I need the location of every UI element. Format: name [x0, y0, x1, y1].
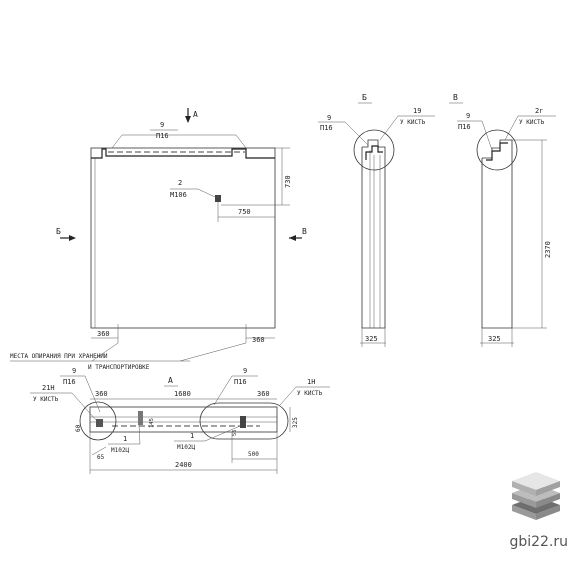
- section-b-detail-circle: [353, 129, 395, 171]
- section-b-callout-9-leader: [344, 121, 369, 146]
- plan-dim-total: 2400: [175, 461, 192, 469]
- plan-callout-9-right-leader: [213, 375, 233, 406]
- plan-callout-1-leader: [138, 424, 141, 445]
- plan-detail-rounded-right: [199, 402, 289, 440]
- plan-callout-21-label: У КИСТЬ: [33, 396, 59, 403]
- plan-dim-55: 55: [232, 429, 238, 436]
- plan-callout-9-left-label: П16: [63, 378, 76, 386]
- support-note-line1: МЕСТА ОПИРАНИЯ ПРИ ХРАНЕНИИ: [10, 353, 108, 360]
- plan-dim-360-right: 360: [257, 390, 270, 398]
- plan-dim-1680: 1680: [174, 390, 191, 398]
- plan-view: А 360 1680 360 9 П16 21Н У КИСТЬ 9 П16: [30, 367, 330, 474]
- section-b-arrow-head: [69, 235, 76, 241]
- section-v-step: [486, 142, 508, 161]
- section-b-label: Б: [56, 227, 61, 236]
- plan-callout-9-left-leader: [84, 375, 101, 413]
- plan-dim-60: 60: [75, 424, 82, 432]
- callout-2-leader: [197, 188, 216, 198]
- plan-callout-21-leader: [71, 392, 97, 421]
- plan-callout-9-right-number: 9: [243, 367, 247, 375]
- support-note-leader-right: [179, 342, 247, 362]
- plan-dim-360-left: 360: [95, 390, 108, 398]
- section-v-callout-9-number: 9: [466, 112, 470, 120]
- section-b-view: Б 9 П16 19 У КИСТЬ 325: [318, 93, 435, 347]
- stacked-slabs-icon: [512, 472, 560, 520]
- plan-embed-left: [96, 419, 103, 427]
- support-note-line2: И ТРАНСПОРТИРОВКЕ: [88, 364, 150, 371]
- plan-dim-500: 500: [248, 451, 259, 458]
- plan-callout-1b-leader: [204, 425, 241, 442]
- section-a-label: А: [193, 110, 198, 119]
- callout-2-label: М106: [170, 191, 187, 199]
- section-a-arrow-head: [185, 116, 191, 123]
- callout-2-number: 2: [178, 179, 182, 187]
- dim-730-text: 730: [284, 175, 292, 188]
- section-v-callout-9-label: П16: [458, 123, 471, 131]
- dim-360-right-text: 360: [252, 336, 265, 344]
- plan-dim-325: 325: [292, 417, 299, 428]
- front-view: 9 П16 А 2 М106 730 750 Б В 360 360: [10, 108, 307, 371]
- plan-dim-65-line: [91, 446, 107, 456]
- section-b-callout-19-leader: [379, 115, 399, 141]
- dim-360-left-text: 360: [97, 330, 110, 338]
- plan-callout-1h-number: 1Н: [307, 378, 315, 386]
- section-v-callout-2-label: У КИСТЬ: [519, 119, 545, 126]
- plan-embed-mid: [138, 411, 143, 425]
- dim-750-text: 750: [238, 208, 251, 216]
- panel-top-strip: [91, 148, 275, 159]
- plan-callout-9-left-number: 9: [72, 367, 76, 375]
- plan-detail-circle-left: [79, 401, 117, 441]
- callout-9-leader: [111, 134, 247, 149]
- plan-callout-1b-label: М102Ц: [177, 444, 195, 451]
- section-v-title: В: [453, 93, 458, 102]
- callout-9-number: 9: [160, 121, 164, 129]
- section-v-callout-9-leader: [481, 120, 493, 151]
- section-v-view: В 9 П16 2г У КИСТЬ 2370 325: [449, 93, 556, 347]
- section-v-profile: [481, 139, 513, 329]
- section-v-label: В: [302, 227, 307, 236]
- watermark-site-text: gbi22.ru: [509, 534, 568, 550]
- section-v-dim-width-text: 325: [488, 335, 501, 343]
- section-v-callout-2-number: 2г: [535, 107, 543, 115]
- section-v-detail-circle: [476, 129, 518, 171]
- plan-callout-1b-number: 1: [190, 432, 194, 440]
- plan-embed-right: [240, 416, 246, 428]
- section-v-callout-2-leader: [504, 115, 519, 141]
- section-v-arrow-head: [289, 235, 296, 241]
- plan-dim-145: 145: [149, 418, 155, 428]
- plan-callout-1-label: М102Ц: [111, 447, 129, 454]
- section-v-dim-height-text: 2370: [544, 241, 552, 258]
- section-b-callout-9-label: П16: [320, 124, 333, 132]
- plan-dim-65: 65: [97, 454, 105, 461]
- section-b-title: Б: [362, 93, 367, 102]
- callout-9-label: П16: [156, 132, 169, 140]
- plan-callout-21-number: 21Н: [42, 384, 55, 392]
- section-b-callout-9-number: 9: [327, 114, 331, 122]
- plan-callout-1-number: 1: [123, 435, 127, 443]
- plan-callout-1h-label: У КИСТЬ: [297, 390, 323, 397]
- plan-callout-1h-leader: [279, 386, 297, 406]
- plan-callout-9-right-label: П16: [234, 378, 247, 386]
- section-b-callout-19-number: 19: [413, 107, 421, 115]
- plan-view-title: А: [168, 376, 173, 385]
- section-b-step: [365, 145, 383, 160]
- section-b-dim-text: 325: [365, 335, 378, 343]
- section-b-callout-19-label: У КИСТЬ: [400, 119, 426, 126]
- panel-outline: [90, 147, 276, 329]
- support-note-leader-left: [91, 342, 119, 362]
- plan-outline: [89, 406, 278, 433]
- embedded-plate-2: [215, 195, 221, 202]
